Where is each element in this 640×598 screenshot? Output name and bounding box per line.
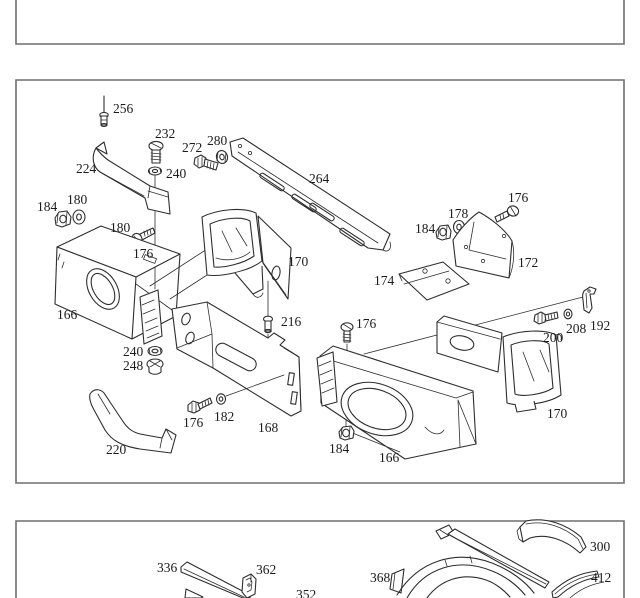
- part-number-label: 232: [155, 126, 176, 141]
- part-240-washer-lower: [148, 347, 162, 356]
- part-174-plate: [399, 262, 469, 300]
- part-number-label: 240: [166, 166, 187, 181]
- part-272-bolt: [194, 155, 218, 170]
- part-number-label: 176: [133, 246, 154, 261]
- part-number-label: 256: [113, 101, 134, 116]
- part-168-plate: [172, 302, 301, 416]
- part-336-strip: [181, 562, 250, 598]
- part-184-nut-right: [436, 225, 451, 240]
- part-232-screw: [149, 141, 163, 163]
- part-264-slotted-panel: [230, 138, 391, 251]
- part-166-housing-right: [317, 346, 476, 459]
- part-number-label: 362: [256, 562, 277, 577]
- mount-post-hatched: [140, 290, 162, 344]
- part-200-bolt: [534, 312, 558, 324]
- part-248-grommet: [147, 359, 163, 374]
- part-number-label: 240: [123, 344, 144, 359]
- part-number-label: 300: [590, 539, 611, 554]
- part-number-label: 180: [110, 220, 131, 235]
- part-number-label: 184: [415, 221, 436, 236]
- part-number-label: 216: [281, 314, 302, 329]
- part-number-label: 224: [76, 161, 97, 176]
- part-number-label: 352: [296, 587, 317, 598]
- part-number-label: 368: [370, 570, 391, 585]
- part-number-label: 180: [67, 192, 88, 207]
- part-number-label: 248: [123, 358, 144, 373]
- part-number-label: 174: [374, 273, 395, 288]
- part-166-housing-left: [55, 226, 180, 339]
- part-number-label: 176: [508, 190, 529, 205]
- part-412-molding: [552, 571, 604, 598]
- part-number-label: 166: [57, 307, 78, 322]
- part-184-nut-bottom: [339, 419, 354, 440]
- part-number-label: 176: [356, 316, 377, 331]
- part-172-bracket: [453, 212, 514, 278]
- part-number-label: 280: [207, 133, 228, 148]
- part-number-label: 200: [543, 330, 564, 345]
- part-170-frame-center: [202, 210, 291, 299]
- part-number-label: 182: [214, 409, 235, 424]
- part-256-pin: [100, 96, 108, 127]
- part-176-screw-topright: [495, 204, 520, 222]
- part-number-label: 172: [518, 255, 539, 270]
- part-368-fender: [390, 525, 549, 598]
- part-182-washer: [217, 394, 226, 404]
- part-number-label: 184: [329, 441, 350, 456]
- part-240-washer-upper: [149, 167, 162, 175]
- part-number-label: 192: [590, 318, 611, 333]
- part-300-molding: [517, 520, 586, 553]
- part-number-label: 176: [183, 415, 204, 430]
- part-number-label: 184: [37, 199, 58, 214]
- leader-182: [226, 375, 284, 396]
- part-192-bracket: [583, 287, 596, 313]
- part-number-label: 170: [288, 254, 309, 269]
- part-216-pin: [264, 281, 273, 356]
- part-number-label: 178: [448, 206, 469, 221]
- part-number-label: 272: [182, 140, 203, 155]
- part-number-label: 166: [379, 450, 400, 465]
- part-208-washer: [564, 309, 572, 319]
- part-176-bolt-middle: [341, 323, 353, 351]
- part-number-label: 168: [258, 420, 279, 435]
- part-number-label: 170: [547, 406, 568, 421]
- part-number-label: 336: [157, 560, 178, 575]
- part-280-washer: [215, 149, 229, 164]
- part-184-nut-left: [55, 211, 71, 227]
- part-number-label: 220: [106, 442, 127, 457]
- part-number-label: 264: [309, 171, 330, 186]
- part-224-bracket: [93, 142, 170, 214]
- part-180-washer-left-a: [73, 210, 85, 224]
- part-number-label: 208: [566, 321, 587, 336]
- top-panel-border: [16, 0, 624, 44]
- part-number-label: 412: [591, 570, 612, 585]
- part-176-bolt-bottom: [188, 398, 212, 413]
- part-220-strap: [90, 390, 176, 453]
- part-170-frame-right: [437, 316, 561, 412]
- part-362-clip: [242, 574, 256, 598]
